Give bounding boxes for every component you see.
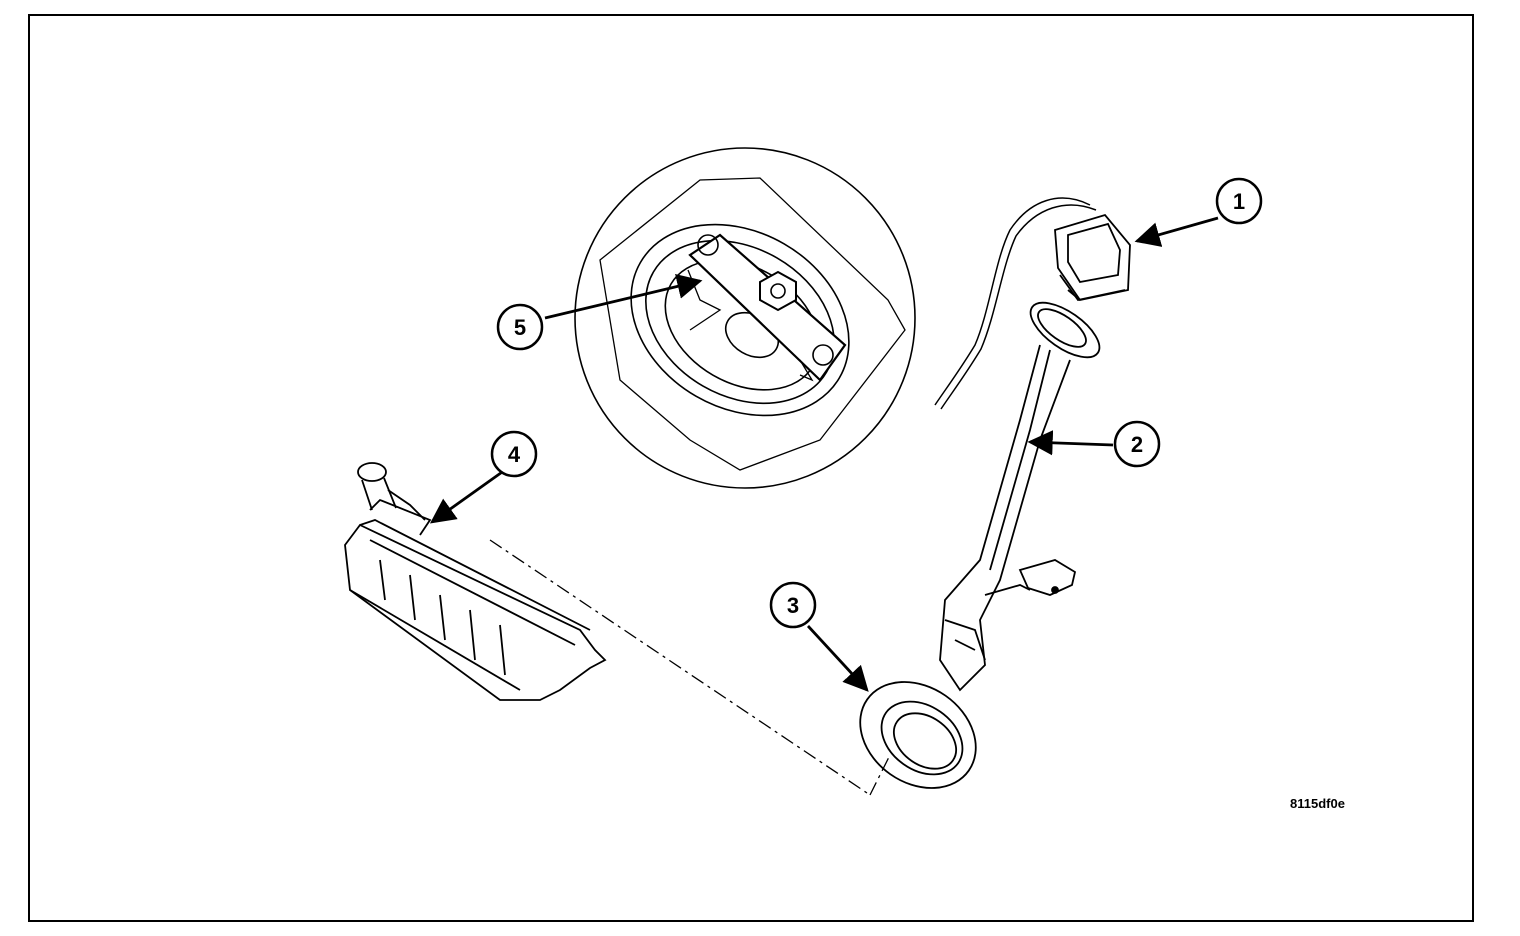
fuel-sending-unit	[939, 301, 1101, 692]
callout-4: 4	[490, 430, 538, 478]
callout-1: 1	[1215, 177, 1263, 225]
callout-3: 3	[769, 581, 817, 629]
callout-leaders	[429, 216, 1219, 692]
alignment-line	[489, 539, 891, 796]
callout-1-label: 1	[1233, 189, 1245, 214]
diagram-frame	[28, 14, 1474, 922]
seal-ring	[859, 681, 977, 789]
detail-view-lock-ring	[574, 147, 916, 489]
callout-5: 5	[496, 303, 544, 351]
electrical-connector	[934, 197, 1131, 410]
figure-reference-code: 8115df0e	[1290, 796, 1345, 811]
callout-2: 2	[1113, 420, 1161, 468]
callout-3-label: 3	[787, 593, 799, 618]
callout-4-label: 4	[508, 442, 521, 467]
fuel-pump-module	[344, 462, 607, 701]
callout-2-label: 2	[1131, 432, 1143, 457]
callout-5-label: 5	[514, 315, 526, 340]
